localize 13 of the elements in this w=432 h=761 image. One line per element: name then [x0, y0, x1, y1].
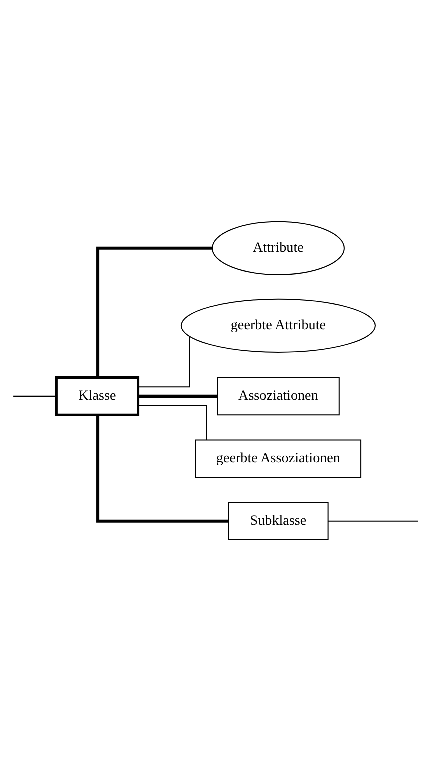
connector — [138, 336, 190, 388]
node-ellipse: Attribute — [212, 220, 345, 275]
node-box: Assoziationen — [217, 376, 340, 416]
connector — [138, 394, 218, 398]
connector — [96, 246, 212, 378]
connector — [14, 395, 56, 396]
connector — [96, 414, 228, 522]
connector — [138, 404, 208, 440]
node-box: geerbte Assoziationen — [195, 439, 362, 478]
connector — [328, 520, 418, 522]
node-ellipse: geerbte Attribute — [180, 298, 376, 352]
node-box: Klasse — [55, 376, 140, 416]
node-box: Subklasse — [228, 502, 329, 540]
